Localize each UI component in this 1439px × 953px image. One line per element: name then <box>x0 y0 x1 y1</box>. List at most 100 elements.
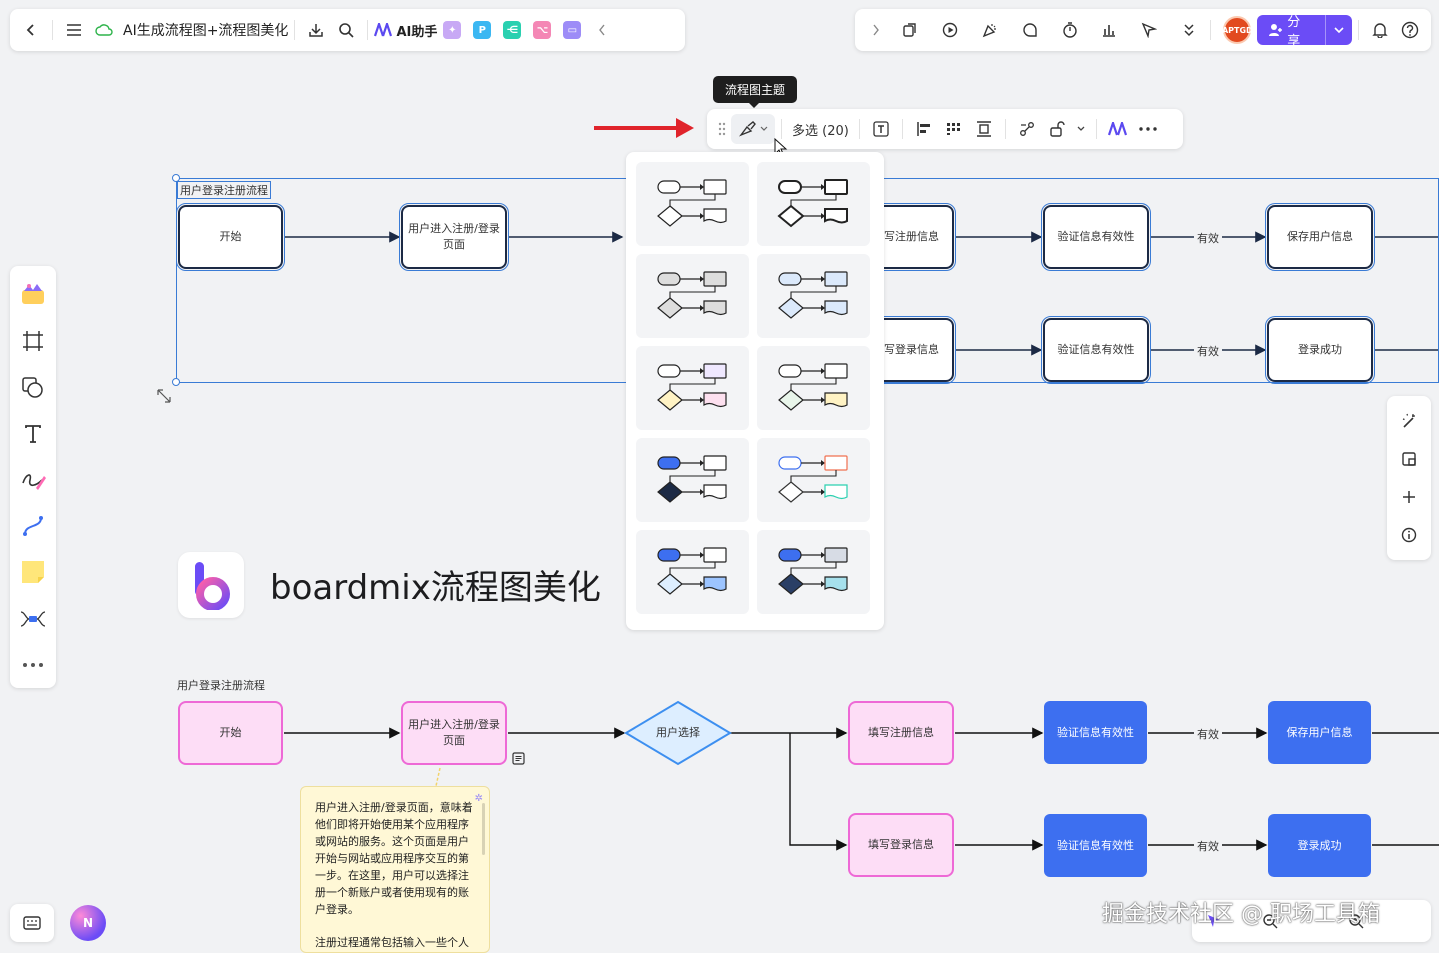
comment-icon[interactable] <box>1015 15 1045 45</box>
divider <box>781 119 782 139</box>
magic-wand-icon[interactable] <box>1394 406 1424 436</box>
more-options-icon[interactable] <box>1133 114 1163 144</box>
ai-logo-icon <box>374 23 393 37</box>
unlock-icon[interactable] <box>1042 114 1072 144</box>
divider <box>1004 119 1006 139</box>
expand-icon[interactable] <box>861 15 891 45</box>
collapse-icon[interactable] <box>587 15 617 45</box>
flow-node-start[interactable]: 开始 <box>178 701 283 765</box>
vote-icon[interactable] <box>1095 15 1125 45</box>
edge-label-valid: 有效 <box>1194 838 1222 854</box>
pen-tool-icon[interactable] <box>16 464 50 496</box>
template-icon[interactable] <box>895 15 925 45</box>
frame-title-top[interactable]: 用户登录注册流程 <box>177 181 271 199</box>
zoom-out-icon[interactable] <box>1262 913 1278 929</box>
theme-option[interactable] <box>636 346 749 430</box>
theme-option[interactable] <box>757 530 870 614</box>
theme-option[interactable] <box>636 530 749 614</box>
info-icon[interactable] <box>1394 520 1424 550</box>
resize-handle[interactable] <box>172 378 180 386</box>
ai-assistant-orb-icon[interactable]: N <box>70 905 106 941</box>
align-left-icon[interactable] <box>909 114 939 144</box>
laser-pointer-icon[interactable] <box>1206 913 1222 929</box>
text-tool-icon[interactable] <box>16 418 50 450</box>
share-dropdown-icon[interactable] <box>1326 23 1352 38</box>
ai-assistant-button[interactable]: AI助手 <box>374 21 437 40</box>
theme-option[interactable] <box>757 162 870 246</box>
mindmap-icon[interactable]: ⋲ <box>503 21 522 39</box>
connector-tool-icon[interactable] <box>16 510 50 542</box>
flow-node-enter-page[interactable]: 用户进入注册/登录页面 <box>399 203 509 271</box>
ppt-icon[interactable]: P <box>473 21 492 39</box>
chat-icon[interactable]: ▭ <box>563 21 582 39</box>
ai-image-icon[interactable]: ✦ <box>443 21 462 39</box>
divider <box>1210 20 1212 40</box>
decision-diamond-shape[interactable] <box>624 700 732 766</box>
theme-option[interactable] <box>757 254 870 338</box>
multi-select-count[interactable]: 多选 (20) <box>792 123 849 139</box>
lock-dropdown-icon[interactable] <box>1072 114 1090 144</box>
download-icon[interactable] <box>301 15 331 45</box>
flow-node-fill-login[interactable]: 写登录信息 <box>868 316 956 384</box>
theme-preview-icon <box>656 179 727 227</box>
flow-node-user-choice[interactable]: 用户选择 <box>656 726 700 740</box>
flow-node-fill-register[interactable]: 填写注册信息 <box>848 701 954 765</box>
avatar[interactable]: APTGD <box>1222 16 1253 44</box>
flow-node-start[interactable]: 开始 <box>176 203 285 271</box>
more-chevron-icon[interactable] <box>1174 15 1204 45</box>
flow-node-validate[interactable]: 验证信息有效性 <box>1044 701 1147 764</box>
flow-node-validate-2[interactable]: 验证信息有效性 <box>1041 316 1151 384</box>
more-tools-icon[interactable] <box>16 649 50 681</box>
flow-node-fill-register[interactable]: 写注册信息 <box>868 203 956 271</box>
frame-tool-icon[interactable] <box>16 325 50 357</box>
ai-beautify-icon[interactable] <box>1103 114 1133 144</box>
resize-handle[interactable] <box>172 174 180 182</box>
template-library-icon[interactable] <box>16 279 50 311</box>
frame-title-bottom[interactable]: 用户登录注册流程 <box>177 679 265 692</box>
back-icon[interactable] <box>16 15 46 45</box>
flow-node-save-user[interactable]: 保存用户信息 <box>1265 203 1375 271</box>
drag-handle-icon[interactable] <box>713 114 731 144</box>
note-attach-icon[interactable] <box>512 750 525 769</box>
text-style-icon[interactable] <box>866 114 896 144</box>
theme-option[interactable] <box>636 438 749 522</box>
keyboard-shortcut-icon[interactable] <box>17 908 47 938</box>
flow-node-login-success[interactable]: 登录成功 <box>1268 814 1371 877</box>
shape-tool-icon[interactable] <box>16 371 50 403</box>
help-icon[interactable] <box>1395 15 1425 45</box>
flowchart-icon[interactable]: ⌥ <box>533 21 552 39</box>
distribute-icon[interactable] <box>969 114 999 144</box>
zoom-in-icon[interactable] <box>1394 482 1424 512</box>
grid-arrange-icon[interactable] <box>939 114 969 144</box>
present-icon[interactable] <box>935 15 965 45</box>
sticky-note[interactable]: ✲ 用户进入注册/登录页面，意味着他们即将开始使用某个应用程序或网站的服务。这个… <box>300 786 490 953</box>
flow-node-login-success[interactable]: 登录成功 <box>1265 316 1375 384</box>
theme-preview-icon <box>776 179 848 228</box>
connection-icon[interactable] <box>1012 114 1042 144</box>
theme-option[interactable] <box>636 254 749 338</box>
share-button[interactable]: 分享 <box>1257 15 1353 49</box>
flow-node-fill-login[interactable]: 填写登录信息 <box>848 813 954 877</box>
theme-option[interactable] <box>757 438 870 522</box>
search-icon[interactable] <box>331 15 361 45</box>
menu-icon[interactable] <box>59 15 89 45</box>
mindmap-tool-icon[interactable] <box>16 603 50 635</box>
flow-node-validate[interactable]: 验证信息有效性 <box>1041 203 1151 271</box>
zoom-in-icon[interactable] <box>1348 913 1364 929</box>
timer-icon[interactable] <box>1055 15 1085 45</box>
sticky-note-icon[interactable] <box>16 556 50 588</box>
theme-option[interactable] <box>636 162 749 246</box>
flowchart-theme-tooltip: 流程图主题 <box>713 76 798 108</box>
theme-option[interactable] <box>757 346 870 430</box>
flowchart-theme-button[interactable] <box>731 114 775 144</box>
minimap-icon[interactable] <box>1394 444 1424 474</box>
flow-node-save-user[interactable]: 保存用户信息 <box>1268 701 1371 764</box>
bell-icon[interactable] <box>1365 15 1395 45</box>
laser-pointer-icon[interactable] <box>1134 15 1164 45</box>
flow-node-validate-2[interactable]: 验证信息有效性 <box>1044 814 1147 877</box>
celebrate-icon[interactable] <box>975 15 1005 45</box>
document-title[interactable]: AI生成流程图+流程图美化 <box>123 23 289 39</box>
divider <box>52 20 53 40</box>
flow-node-enter-page[interactable]: 用户进入注册/登录页面 <box>401 701 507 765</box>
note-scrollbar[interactable] <box>482 803 485 855</box>
